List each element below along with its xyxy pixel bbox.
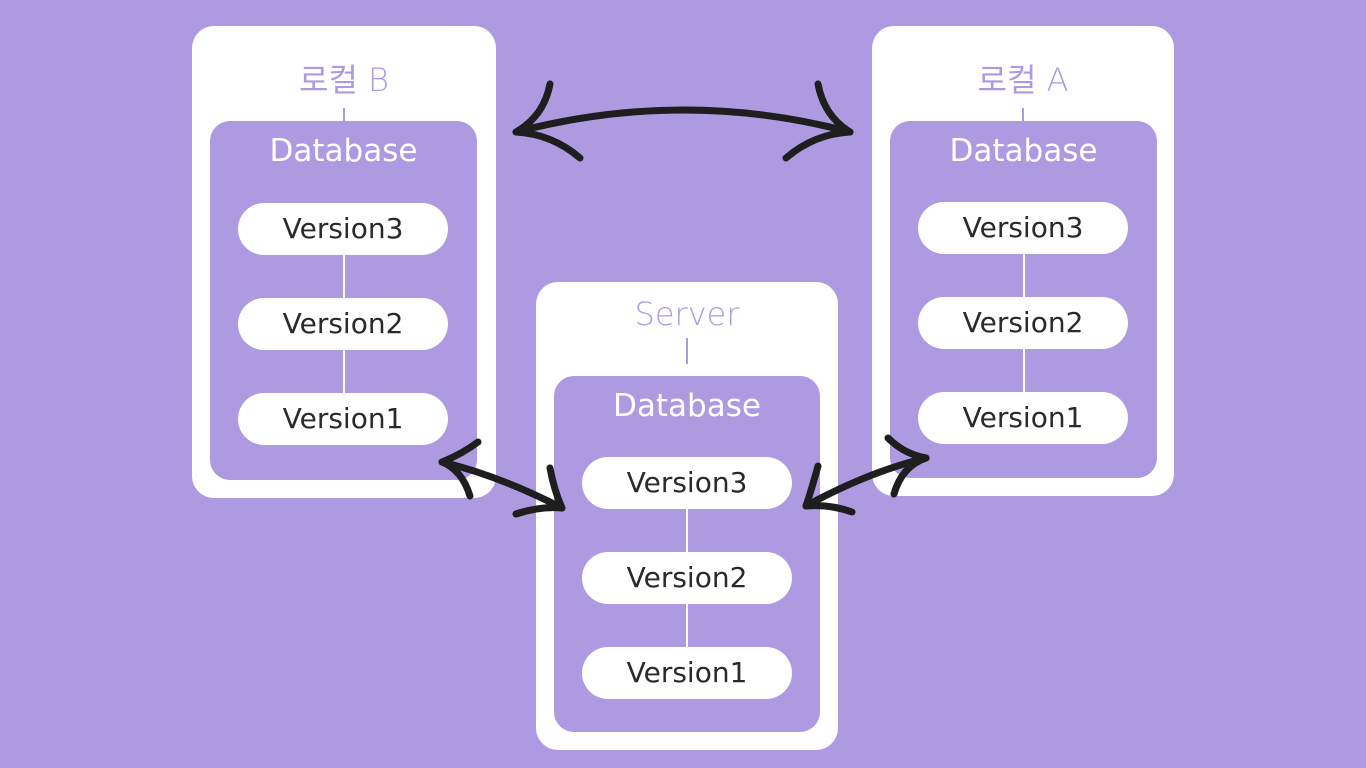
local-b-database: Database Version3 Version2 Version1 [210, 121, 477, 480]
version-link [686, 603, 688, 647]
database-label: Database [269, 133, 418, 169]
version-link [342, 255, 345, 299]
sync-arrow-local-b-server [438, 438, 566, 518]
version-pill-1: Version1 [918, 392, 1128, 444]
local-a-node: 로컬 A Database Version3 Version2 Version1 [872, 26, 1174, 496]
version-pill-2: Version2 [582, 552, 792, 604]
version-pill-2: Version2 [918, 297, 1128, 349]
server-node: Server Database Version3 Version2 Versio… [536, 282, 838, 750]
local-a-database: Database Version3 Version2 Version1 [890, 121, 1157, 478]
server-database: Database Version3 Version2 Version1 [554, 376, 820, 732]
local-a-title: 로컬 A [977, 61, 1069, 99]
version-link [686, 508, 688, 552]
connector-tick [686, 338, 688, 364]
version-link [1022, 254, 1025, 298]
sync-arrow-local-b-local-a [512, 80, 854, 162]
version-pill-3: Version3 [918, 202, 1128, 254]
version-pill-3: Version3 [582, 457, 792, 509]
version-link [342, 350, 345, 394]
server-title: Server [634, 295, 740, 333]
version-pill-3: Version3 [238, 203, 448, 255]
database-label: Database [949, 133, 1098, 169]
local-b-node: 로컬 B Database Version3 Version2 Version1 [192, 26, 496, 498]
sync-arrow-local-a-server [802, 434, 930, 516]
local-b-title: 로컬 B [298, 61, 389, 99]
version-link [1022, 349, 1025, 393]
database-label: Database [613, 388, 761, 424]
version-pill-1: Version1 [238, 393, 448, 445]
version-pill-2: Version2 [238, 298, 448, 350]
version-pill-1: Version1 [582, 647, 792, 699]
